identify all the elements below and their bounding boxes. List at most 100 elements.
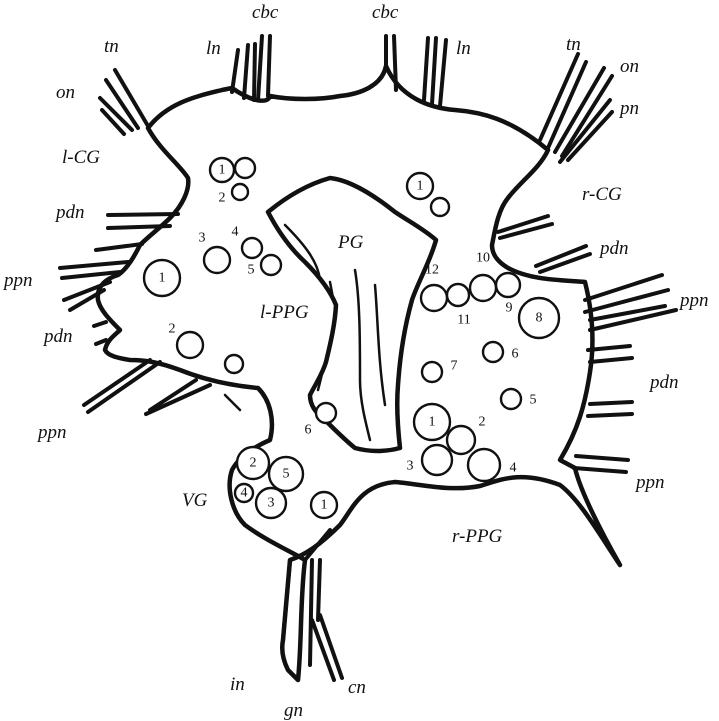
neuron-number: 4 xyxy=(510,461,517,476)
nerve-ln-right-c xyxy=(440,40,446,106)
neuron-number: 2 xyxy=(219,191,226,206)
nerve-vg-lower xyxy=(305,530,330,560)
label-pdn-left-upper: pdn xyxy=(54,202,85,223)
label-cbc-left: cbc xyxy=(252,2,279,23)
label-ppn-right-lower: ppn xyxy=(634,472,665,493)
nerve-pdn-right-upper-a xyxy=(500,224,552,238)
neuron-number: 6 xyxy=(512,347,519,362)
nerve-cbc-right-b xyxy=(394,36,396,90)
nerve-ppn-left-lower-a xyxy=(84,360,150,405)
neuron-rppg-11 xyxy=(447,284,469,306)
neuron-number: 8 xyxy=(536,311,543,326)
neuron-number: 1 xyxy=(159,271,166,286)
neuron-number: 2 xyxy=(250,456,257,471)
nerve-cbc-left-b xyxy=(268,36,270,96)
label-cn: cn xyxy=(348,677,366,698)
label-ppn-left-upper: ppn xyxy=(2,270,33,291)
neuron-vg-4: 4 xyxy=(235,484,253,502)
neuron-number: 3 xyxy=(199,231,206,246)
label-ln-left: ln xyxy=(206,38,221,59)
label-cbc-right: cbc xyxy=(372,2,399,23)
nerve-ppn-right-lower-b xyxy=(574,468,626,472)
nerve-ln-left-c xyxy=(254,44,255,100)
neuron-number: 2 xyxy=(169,322,176,337)
label-pg: PG xyxy=(337,232,364,253)
neuron-number: 1 xyxy=(219,163,226,178)
label-tn-left: tn xyxy=(104,36,119,57)
label-on-right: on xyxy=(620,56,639,77)
pg-inner-line-4 xyxy=(318,345,330,390)
neuron-number: 3 xyxy=(407,459,414,474)
neuron-number: 9 xyxy=(506,301,513,316)
neuron-lppg-2b xyxy=(225,355,243,373)
neuron-rppg-8: 8 xyxy=(519,298,559,338)
neuron-number: 12 xyxy=(425,263,439,278)
neuron-number: 1 xyxy=(321,498,328,513)
neuron-rppg-7 xyxy=(422,362,442,382)
neuron-number: 5 xyxy=(248,263,255,278)
neuron-number: 5 xyxy=(530,393,537,408)
neuron-lppg-3 xyxy=(204,247,230,273)
nerve-ppn-left-lower-e xyxy=(225,395,240,410)
nerve-pdn-right-upper-b xyxy=(498,216,548,232)
nerve-pdn-left-upper-a xyxy=(108,214,178,215)
neuron-rppg-9 xyxy=(496,273,520,297)
nerve-cbc-left-a xyxy=(258,36,262,100)
label-l-cg: l-CG xyxy=(62,147,100,168)
label-pn: pn xyxy=(618,98,639,119)
label-pdn-left-lower: pdn xyxy=(42,326,73,347)
label-r-cg: r-CG xyxy=(582,184,622,205)
nerve-pdn-left-upper-c xyxy=(96,244,142,250)
neuron-number: 11 xyxy=(457,313,470,328)
label-tn-right: tn xyxy=(566,34,581,55)
neuron-rppg-4 xyxy=(468,449,500,481)
nerve-on-right-b xyxy=(562,76,612,156)
nerve-ppn-left-upper-a xyxy=(60,262,128,268)
neuron-number: 4 xyxy=(232,225,239,240)
neuron-lppg-2 xyxy=(177,332,203,358)
label-ppn-left-lower: ppn xyxy=(36,422,67,443)
neuron-vg-5: 5 xyxy=(269,457,303,491)
label-pdn-right-lower: pdn xyxy=(648,372,679,393)
label-gn: gn xyxy=(284,700,303,721)
nerve-pdn-right-lower-c xyxy=(590,402,632,404)
pg-inner-line-3 xyxy=(375,285,385,405)
neuron-lppg-1: 1 xyxy=(144,260,180,296)
nerve-gn-b xyxy=(318,560,320,620)
neuron-number: 3 xyxy=(268,496,275,511)
neuron-rcg-b xyxy=(431,198,449,216)
nerve-pdn-right-lower-b xyxy=(590,358,632,362)
neuron-number: 5 xyxy=(283,467,290,482)
neuron-rppg-10 xyxy=(470,275,496,301)
neuron-rppg-5 xyxy=(501,389,521,409)
label-ppn-right-upper: ppn xyxy=(678,290,709,311)
neuron-number: 10 xyxy=(476,251,490,266)
neuron-number: 4 xyxy=(241,486,248,501)
neuron-number: 6 xyxy=(305,423,312,438)
label-l-ppg: l-PPG xyxy=(260,302,309,323)
neuron-lppg-6 xyxy=(316,403,336,423)
neuron-lppg-5 xyxy=(261,255,281,275)
nerve-ln-right-a xyxy=(424,38,428,100)
neuron-rcg-1: 1 xyxy=(407,173,433,199)
neuron-lcg-b xyxy=(232,184,248,200)
nerve-ln-left-b xyxy=(244,45,248,98)
neuron-number: 1 xyxy=(429,415,436,430)
neuron-rppg-1: 1 xyxy=(414,404,450,440)
label-on-left: on xyxy=(56,82,75,103)
pg-inner-line-2 xyxy=(355,270,370,440)
neuron-rppg-6 xyxy=(483,342,503,362)
neuron-number: 1 xyxy=(417,179,424,194)
label-vg: VG xyxy=(182,490,208,511)
nerve-ppn-right-lower-a xyxy=(576,456,628,460)
neuron-rppg-12 xyxy=(421,285,447,311)
nerve-ppn-left-lower-d xyxy=(146,385,210,414)
neuron-lcg-1: 1 xyxy=(210,158,234,182)
neuron-number: 7 xyxy=(451,359,458,374)
neuron-vg-1: 1 xyxy=(311,492,337,518)
label-ln-right: ln xyxy=(456,38,471,59)
label-in: in xyxy=(230,674,245,695)
neuron-lcg-a xyxy=(235,158,255,178)
